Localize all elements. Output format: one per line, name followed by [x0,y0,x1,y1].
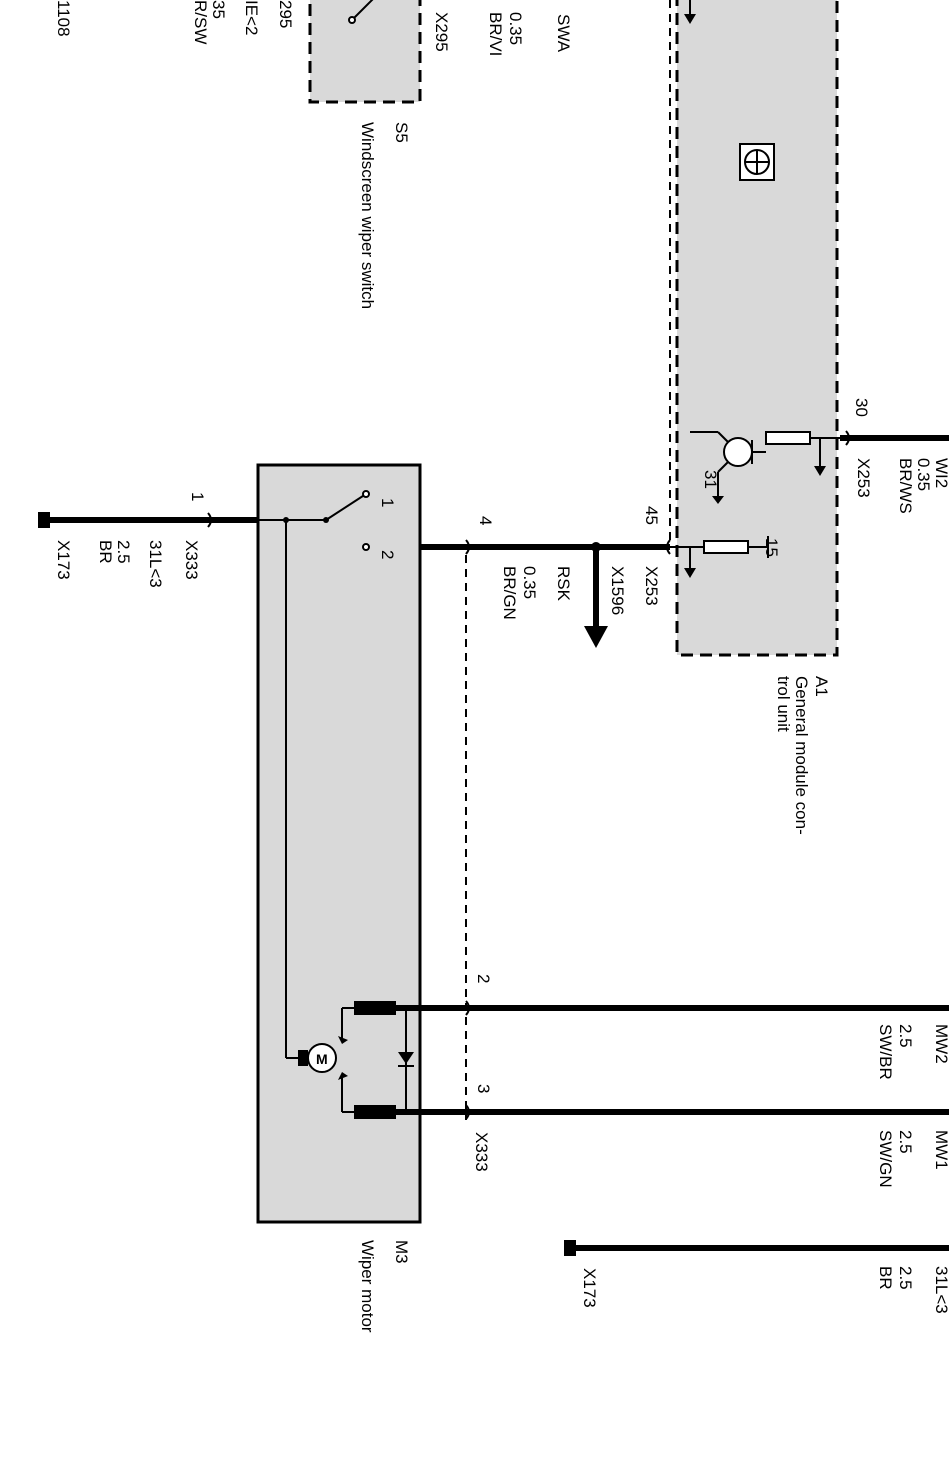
a1-top-arrow-head [684,14,696,24]
s5-switch-box [308,0,422,104]
mw2-signal: MW2 [932,1024,949,1064]
pin30-connector-mark [845,430,850,446]
m3-coil-upper [354,1001,396,1015]
ground-left-icon [38,512,50,528]
m3-switch-pin2: 2 [378,550,397,559]
s5-switch-contact [351,0,374,21]
pin45-connector-mark [666,539,671,555]
s5-color: BR/VI [486,12,505,56]
m3-pin1: 1 [188,492,207,501]
m3-pin3: 3 [474,1084,493,1093]
a1-resistor-45 [703,540,749,554]
m3-switch-pin1: 1 [378,498,397,507]
a1-resistor-pin-label: 15 [762,538,781,557]
m3-id: M3 [392,1240,411,1264]
frag-rsw: R/SW [191,0,210,44]
mw1-size: 2.5 [896,1130,915,1154]
m3-name: Wiper motor [358,1240,377,1333]
m3-switch-pivot [323,517,329,523]
motor-symbol-text: M [316,1051,328,1067]
a1-pin30: 30 [852,398,871,417]
frag-295: 295 [276,0,295,28]
frag-1108: 1108 [54,0,73,37]
pin30-signal: WI2 [932,458,949,488]
frag-35: 35 [209,0,228,19]
ground-right-color: BR [876,1266,895,1290]
ground-left-x173: X173 [54,540,73,580]
pin30-connector: X253 [854,458,873,498]
x1596-signal: RSK [554,566,573,602]
ground-left-connector: X333 [182,540,201,580]
a1-name-line1: General module con- [792,676,811,835]
a1-id: A1 [812,676,831,697]
m3-switch-arm [325,493,367,521]
x1596-arrow [584,626,608,648]
m3-pin4: 4 [476,516,495,525]
x1596-connector: X1596 [608,566,627,615]
s5-switch-node [348,16,356,24]
m3-coil-lower [354,1105,396,1119]
a1-name-line2: trol unit [774,676,793,732]
m3-pin2: 2 [474,974,493,983]
s5-signal: SWA [554,14,573,53]
frag-ie2: IE<2 [242,0,261,35]
a1-pin30-ground-arrow [814,466,826,476]
ground-right-signal: 31L<3 [932,1266,949,1314]
m3-switch-node-1 [362,490,370,498]
x1596-color: BR/GN [500,566,519,620]
a1-module-box [675,0,839,657]
x1596-size: 0.35 [520,566,539,599]
pin4-connector-mark [465,539,470,555]
a1-pin45: 45 [642,506,661,525]
ground-right-icon [564,1240,576,1256]
m3-connector: X333 [472,1132,491,1172]
a1-logo-icon [739,143,775,181]
ground-left-signal: 31L<3 [146,540,165,588]
s5-name: Windscreen wiper switch [358,122,377,309]
mw1-connector-mark [465,1104,470,1120]
pin30-color: BR/WS [896,458,915,514]
mw2-connector-mark [465,1000,470,1016]
ground-right-x173: X173 [580,1268,599,1308]
mw1-color: SW/GN [876,1130,895,1188]
mw2-color: SW/BR [876,1024,895,1080]
ground-right-size: 2.5 [896,1266,915,1290]
pin1-connector-mark [207,512,212,528]
ground-left-size: 2.5 [114,540,133,564]
m3-diode-icon [398,1052,414,1064]
m3-switch-node-2 [362,543,370,551]
s5-connector: X295 [432,12,451,52]
a1-transistor-pin-label: 31 [701,470,720,489]
mw2-size: 2.5 [896,1024,915,1048]
a1-transistor-icon [690,431,766,504]
pin30-size: 0.35 [914,458,933,491]
s5-id: S5 [392,122,411,143]
s5-size: 0.35 [506,12,525,45]
mw1-signal: MW1 [932,1130,949,1170]
a1-pin45-ground-arrow [684,568,696,578]
a1-resistor-30 [765,431,811,445]
ground-left-color: BR [96,540,115,564]
pin45-connector: X253 [642,566,661,606]
